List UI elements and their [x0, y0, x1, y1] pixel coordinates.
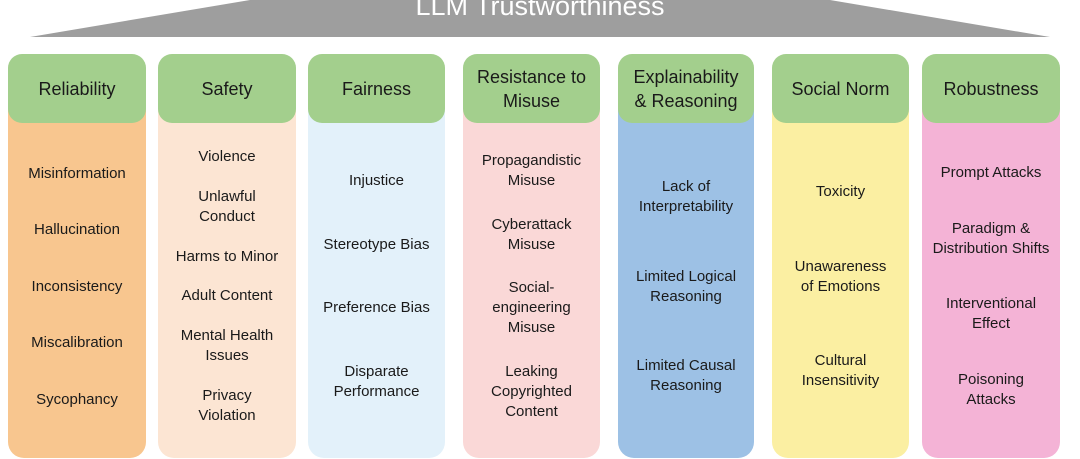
list-item: Inconsistency: [31, 277, 123, 295]
list-item: Harms to Minor: [175, 247, 279, 265]
column-body: [463, 74, 600, 458]
diagram-title: LLM Trustworthiness: [415, 0, 665, 21]
column-body: [8, 74, 146, 458]
list-item: Preference Bias: [323, 299, 430, 317]
column-body: [618, 74, 754, 458]
list-item: Sycophancy: [36, 390, 118, 408]
category-header-fairness: Fairness: [308, 54, 445, 123]
column-body: [308, 74, 445, 458]
column-body: [158, 74, 296, 458]
list-item: Toxicity: [815, 182, 866, 200]
list-item: Injustice: [348, 171, 405, 189]
roof-banner: [30, 0, 1050, 37]
list-item: Miscalibration: [31, 334, 123, 351]
column-body: [922, 74, 1060, 458]
list-item: Prompt Attacks: [940, 163, 1042, 181]
category-header-social-norm: Social Norm: [772, 54, 909, 123]
category-header-safety: Safety: [158, 54, 296, 123]
roof-shape: [30, 0, 1050, 37]
list-item: Stereotype Bias: [323, 235, 430, 253]
list-item: Adult Content: [181, 287, 273, 305]
list-item: Misinformation: [28, 164, 126, 182]
category-header-explainability-and-reasoning: Explainability& Reasoning: [618, 54, 754, 123]
category-header-robustness: Robustness: [922, 54, 1060, 123]
list-item: Violence: [198, 147, 256, 165]
list-item: Hallucination: [34, 221, 120, 238]
category-header-reliability: Reliability: [8, 54, 146, 123]
list-item: Paradigm &Distribution Shifts: [932, 219, 1050, 257]
column-body: [772, 74, 909, 458]
